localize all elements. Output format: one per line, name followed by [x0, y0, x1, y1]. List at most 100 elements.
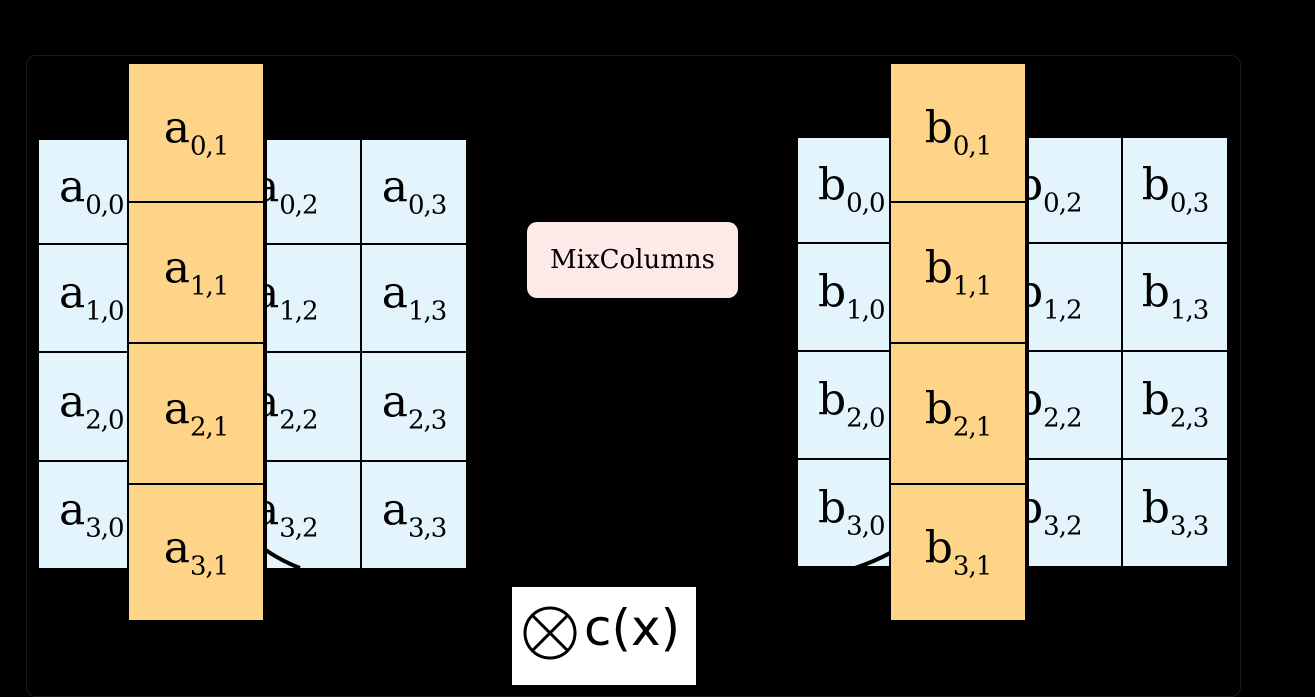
cell-index-subscript: 3,2: [279, 513, 318, 544]
cell-base-letter: b: [924, 102, 953, 154]
cell-base-letter: b: [924, 383, 953, 435]
state-cell-a-2-0: a2,0: [37, 351, 131, 462]
state-cell-b-2-3: b2,3: [1121, 350, 1229, 460]
state-cell-a-0-2: a0,2: [253, 138, 362, 245]
cell-base-letter: a: [59, 161, 86, 213]
state-cell-label: a3,2: [253, 488, 360, 544]
cell-index-subscript: 3,1: [189, 550, 229, 581]
state-cell-b-3-3: b3,3: [1121, 458, 1229, 568]
polynomial-label: c(x): [584, 599, 681, 657]
state-cell-b-1-0: b1,0: [796, 242, 893, 352]
cell-base-letter: a: [163, 383, 190, 435]
cell-base-letter: a: [59, 376, 86, 428]
state-cell-a-0-1: a0,1: [127, 62, 265, 203]
cell-base-letter: b: [1141, 374, 1170, 426]
cell-index-subscript: 3,0: [846, 511, 885, 542]
state-cell-b-1-3: b1,3: [1121, 242, 1229, 352]
state-cell-label: a2,0: [39, 380, 129, 433]
cell-base-letter: a: [381, 161, 408, 213]
state-cell-b-0-1: b0,1: [889, 62, 1027, 203]
state-cell-label: b2,3: [1123, 378, 1227, 431]
state-cell-b-0-0: b0,0: [796, 136, 893, 244]
state-cell-label: a0,3: [362, 165, 466, 218]
state-cell-a-3-1: a3,1: [127, 483, 265, 622]
state-cell-label: b0,0: [798, 163, 891, 219]
cell-base-letter: b: [924, 242, 953, 294]
cell-index-subscript: 0,0: [85, 189, 124, 220]
state-cell-label: b0,3: [1123, 163, 1227, 219]
state-cell-b-2-2: b2,2: [1015, 350, 1123, 460]
mixcolumns-label: MixColumns: [550, 245, 715, 275]
state-cell-b-1-1: b1,1: [889, 201, 1027, 344]
cell-index-subscript: 1,3: [407, 296, 447, 327]
state-cell-b-3-1: b3,1: [889, 483, 1027, 622]
state-cell-label: b3,2: [1015, 486, 1121, 539]
state-cell-label: b2,0: [798, 378, 891, 434]
cell-index-subscript: 0,3: [407, 189, 447, 220]
state-cell-b-2-0: b2,0: [796, 350, 893, 460]
state-cell-label: a2,1: [129, 387, 263, 440]
state-cell-label: b1,0: [798, 270, 891, 326]
cell-index-subscript: 1,2: [1043, 295, 1082, 326]
state-cell-label: a2,2: [253, 380, 360, 433]
cell-index-subscript: 0,2: [279, 189, 318, 220]
cell-index-subscript: 1,1: [952, 270, 992, 301]
circled-times-icon: [523, 606, 577, 660]
state-cell-label: a1,2: [253, 271, 360, 327]
state-cell-label: b2,2: [1015, 378, 1121, 434]
cell-base-letter: b: [818, 374, 847, 426]
cell-base-letter: a: [163, 242, 190, 294]
cell-base-letter: b: [1141, 266, 1170, 318]
state-cell-label: b3,0: [798, 486, 891, 542]
state-cell-a-3-0: a3,0: [37, 460, 131, 570]
cell-index-subscript: 2,2: [1043, 403, 1082, 434]
polynomial-box: c(x): [512, 587, 696, 685]
cell-index-subscript: 1,2: [279, 296, 318, 327]
cell-index-subscript: 1,3: [1169, 295, 1209, 326]
state-cell-label: b3,1: [891, 526, 1025, 579]
state-cell-label: b2,1: [891, 387, 1025, 440]
cell-index-subscript: 1,0: [846, 295, 885, 326]
state-cell-a-3-2: a3,2: [253, 460, 362, 570]
cell-index-subscript: 2,1: [189, 411, 229, 442]
cell-base-letter: b: [924, 522, 953, 574]
cell-base-letter: a: [381, 267, 408, 319]
cell-index-subscript: 1,1: [189, 270, 229, 301]
state-cell-label: a3,3: [362, 488, 466, 544]
cell-index-subscript: 3,0: [85, 513, 124, 544]
state-cell-label: b1,1: [891, 246, 1025, 299]
state-cell-label: a0,1: [129, 106, 263, 159]
state-cell-b-0-2: b0,2: [1015, 136, 1123, 244]
cell-base-letter: a: [381, 484, 408, 536]
state-cell-a-3-3: a3,3: [360, 460, 468, 570]
cell-base-letter: b: [818, 266, 847, 318]
state-cell-b-2-1: b2,1: [889, 342, 1027, 485]
mixcolumns-operation-box: MixColumns: [527, 222, 738, 298]
cell-index-subscript: 3,1: [952, 550, 992, 581]
state-cell-a-2-1: a2,1: [127, 342, 265, 485]
cell-index-subscript: 2,0: [846, 403, 885, 434]
state-cell-a-0-3: a0,3: [360, 138, 468, 245]
state-cell-label: b0,1: [891, 106, 1025, 159]
cell-index-subscript: 0,1: [952, 130, 992, 161]
state-cell-b-3-2: b3,2: [1015, 458, 1123, 568]
cell-index-subscript: 0,3: [1169, 188, 1209, 219]
state-cell-a-1-3: a1,3: [360, 243, 468, 353]
cell-index-subscript: 0,0: [846, 188, 885, 219]
cell-index-subscript: 2,1: [952, 411, 992, 442]
cell-base-letter: a: [59, 484, 86, 536]
state-cell-a-0-0: a0,0: [37, 138, 131, 245]
cell-index-subscript: 0,1: [189, 130, 229, 161]
state-cell-label: a3,1: [129, 526, 263, 579]
cell-index-subscript: 2,2: [279, 404, 318, 435]
state-cell-label: a3,0: [39, 488, 129, 544]
state-cell-label: a0,0: [39, 165, 129, 218]
state-cell-a-2-3: a2,3: [360, 351, 468, 462]
cell-index-subscript: 3,3: [407, 513, 447, 544]
cell-base-letter: b: [818, 482, 847, 534]
cell-base-letter: b: [1141, 159, 1170, 211]
cell-index-subscript: 2,3: [407, 404, 447, 435]
state-cell-a-2-2: a2,2: [253, 351, 362, 462]
state-cell-label: a2,3: [362, 380, 466, 433]
state-cell-label: b0,2: [1015, 163, 1121, 216]
